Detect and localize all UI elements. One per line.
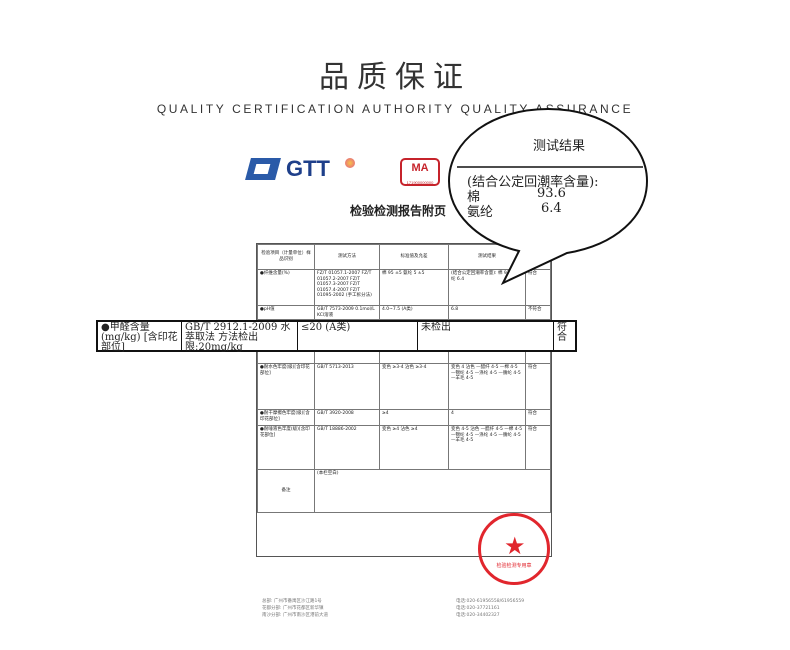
row-verdict: 符合 (525, 425, 551, 471)
column-header: 标准值及允差 (379, 244, 449, 270)
row-verdict: 符合 (525, 363, 551, 411)
cma-number: 171900000000 (406, 180, 434, 185)
footer-addresses: 总部: 广州市番禺区沙江路1号 花都分部: 广州市花都区新华镇 南沙分部: 广州… (262, 598, 328, 619)
row-item: ●耐水色牢度(级)[含印花部位] (257, 363, 315, 411)
footer-line: 电话:020-37721161 (456, 606, 500, 611)
table-row: ●耐唾液色牢度(级)[含印花部位] GB/T 18886-2002 变色 ≥4 … (257, 425, 551, 471)
row-result: 变色 4-5 沾色 —醋纤 4-5 —棉 4-5 —锦纶 4-5 —涤纶 4-5… (448, 425, 526, 471)
gtt-flower-icon (345, 158, 355, 168)
remark-row: 备注 (本栏空白) (257, 469, 551, 514)
overlay-verdict: 符合 (557, 322, 567, 343)
result-callout-bubble: 测试结果 (结合公定回潮率含量): 棉 93.6 氨纶 6.4 (447, 107, 649, 286)
row-method: GB/T 18886-2002 (314, 425, 380, 471)
row-verdict: 符合 (525, 409, 551, 427)
star-icon: ★ (504, 532, 526, 560)
column-header: 检验项目（计量单位）样品识别 (257, 244, 315, 270)
table-row: ●耐干摩擦色牢度(级)[含印花部位] GB/T 3920-2008 ≥4 4 符… (257, 409, 551, 427)
row-method: GB/T 3920-2008 (314, 409, 380, 427)
gtt-logo-icon (245, 158, 281, 180)
row-standard: 变色 ≥3-4 沾色 ≥3-4 (379, 363, 449, 411)
row-result: 6.8 (448, 304, 526, 321)
footer-line: 电话:020-34402327 (456, 613, 500, 618)
bubble-cotton-value: 93.6 (537, 186, 566, 201)
footer-line: 花都分部: 广州市花都区新华镇 (262, 606, 324, 611)
page-title: 品质保证 (319, 60, 471, 95)
overlay-item: ●甲醛含量 (mg/kg) [含印花部位] (98, 322, 182, 353)
bubble-line-1: (结合公定回潮率含量): (467, 175, 599, 190)
row-item: ●耐干摩擦色牢度(级)[含印花部位] (257, 409, 315, 427)
footer-line: 总部: 广州市番禺区沙江路1号 (262, 599, 322, 604)
bubble-spandex-value: 6.4 (541, 201, 562, 216)
bubble-header: 测试结果 (533, 139, 586, 154)
cma-logo: MA (400, 158, 440, 186)
page-subtitle: QUALITY CERTIFICATION AUTHORITY QUALITY … (156, 102, 634, 116)
row-item: ●纤维含量(%) (257, 269, 315, 306)
row-item: ●pH值 (257, 304, 315, 321)
bubble-spandex-label: 氨纶 (467, 205, 494, 220)
row-standard: 棉 95 ±5 氨纶 5 ±5 (379, 269, 449, 306)
overlay-standard: ≤20 (A类) (298, 322, 418, 350)
footer-phones: 电话:020-61956558/61956559 电话:020-37721161… (456, 598, 524, 619)
report-document: 检验项目（计量单位）样品识别 测试方法 标准值及允差 测试结果 单项判定 ●纤维… (256, 243, 552, 557)
formaldehyde-row-overlay: ●甲醛含量 (mg/kg) [含印花部位] GB/T 2912.1-2009 水… (96, 320, 577, 353)
table-row: ●纤维含量(%) FZ/T 01057.1-2007 FZ/T 01057.2-… (257, 269, 551, 306)
overlay-result: 未检出 (418, 322, 554, 350)
footer-line: 电话:020-61956558/61956559 (456, 599, 525, 604)
table-row: ●pH值 GB/T 7573-2009 0.1mol/L KCl溶液 4.0~7… (257, 304, 551, 321)
bubble-shape (447, 107, 649, 286)
row-standard: 4.0~7.5 (A类) (379, 304, 449, 321)
footer-line: 南沙分部: 广州市南沙区港前大道 (262, 613, 328, 618)
remark-label: 备注 (257, 469, 315, 514)
row-verdict: 不符合 (525, 304, 551, 321)
official-stamp: ★ 检验检测专用章 (478, 513, 550, 585)
row-method: GB/T 5713-2013 (314, 363, 380, 411)
table-row: ●耐水色牢度(级)[含印花部位] GB/T 5713-2013 变色 ≥3-4 … (257, 363, 551, 411)
row-method: GB/T 7573-2009 0.1mol/L KCl溶液 (314, 304, 380, 321)
bubble-cotton-label: 棉 (467, 190, 481, 205)
logo-bar: GTT MA 171900000000 (245, 156, 548, 186)
report-title: 检验检测报告附页 (350, 204, 447, 218)
row-verdict: 符合 (525, 269, 551, 306)
row-standard: ≥4 (379, 409, 449, 427)
row-standard: 变色 ≥4 沾色 ≥4 (379, 425, 449, 471)
column-header: 测试方法 (314, 244, 380, 270)
row-method: FZ/T 01057.1-2007 FZ/T 01057.2-2007 FZ/T… (314, 269, 380, 306)
row-item: ●耐唾液色牢度(级)[含印花部位] (257, 425, 315, 471)
gtt-logo-text: GTT (286, 156, 330, 181)
stamp-text: 检验检测专用章 (496, 563, 532, 569)
row-result: 4 (448, 409, 526, 427)
overlay-method: GB/T 2912.1-2009 水萃取法 方法检出限:20mg/kg (182, 322, 298, 353)
remark-text: (本栏空白) (314, 469, 551, 514)
row-result: 变色 4 沾色 —醋纤 4-5 —棉 4-5 —锦纶 4-5 —涤纶 4-5 —… (448, 363, 526, 411)
